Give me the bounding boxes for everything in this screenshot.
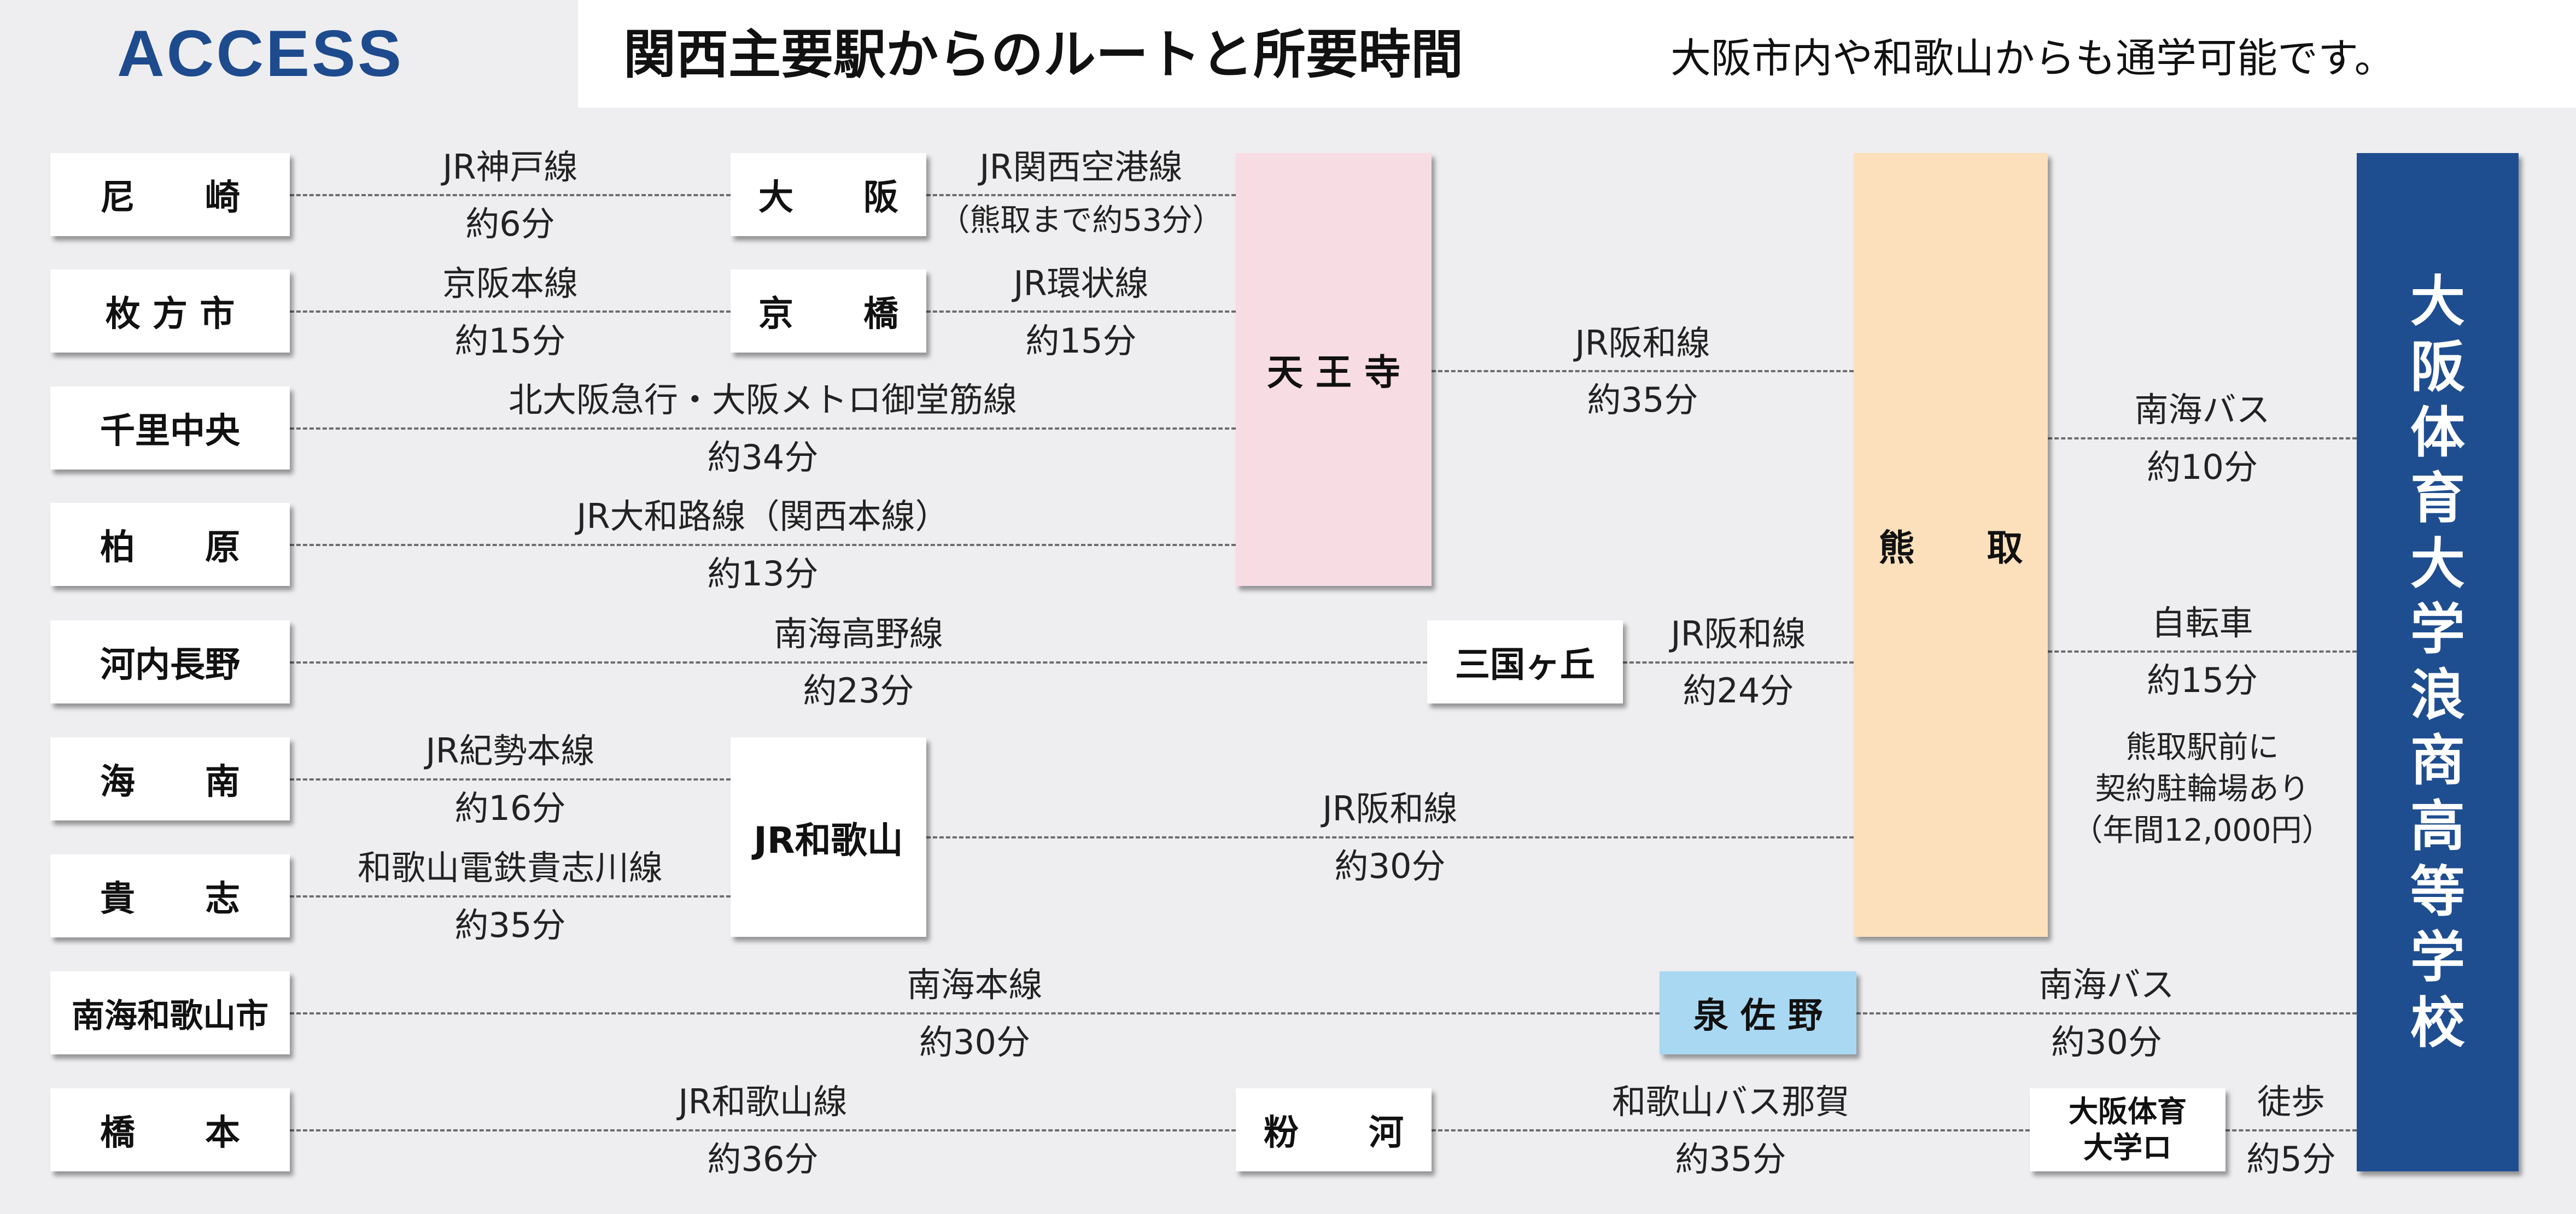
school-name-char: 大 [2410,531,2465,596]
route-line-izumisano-school [1856,1012,2357,1014]
route-line-nankaiwakayamashi-izumisano [290,1012,1660,1014]
label-walk: 徒歩 [2257,1082,2325,1122]
label-nankai-koya-line: 南海高野線 [773,614,943,654]
route-line-senrichuo-tennoji [290,427,1236,430]
label-nankai-main-line: 南海本線 [907,965,1043,1005]
school-name-char: 等 [2410,859,2465,924]
station-daigakuguchi-line2: 大学ロ [2083,1130,2172,1165]
station-kashiwara: 柏 原 [50,503,290,586]
label-jr-kobe-line: JR神戸線 [442,147,578,187]
station-amagasaki: 尼 崎 [50,153,290,236]
label-time-36min: 約36分 [707,1139,819,1179]
route-line-kashiwara-tennoji [290,544,1236,546]
label-time-15min-bicycle: 約15分 [2147,660,2258,700]
station-kawachinagano: 河内長野 [50,620,290,703]
station-hirakatashi: 枚 方 市 [50,269,290,353]
station-daigakuguchi: 大阪体育 大学ロ [2030,1088,2225,1171]
label-time-5min-walk: 約5分 [2246,1139,2336,1179]
station-nankaiwakayamashi: 南海和歌山市 [50,971,290,1054]
route-line-kumatori-bicycle-school [2048,650,2357,653]
station-kokawa: 粉 河 [1236,1088,1432,1171]
route-line-tennoji-kumatori [1432,370,1854,372]
label-time-15min-keihan: 約15分 [454,321,566,361]
station-osaka: 大 阪 [731,153,926,236]
label-jr-hanwa-line-wakayama: JR阪和線 [1322,789,1458,829]
station-mikunigaoka: 三国ヶ丘 [1427,620,1623,703]
label-kumatori-53min-note: （熊取まで約53分） [939,203,1223,238]
label-time-6min: 約6分 [465,204,555,244]
station-jrwakayama: JR和歌山 [731,737,926,937]
label-bicycle: 自転車 [2151,603,2253,643]
label-nankai-bus-kumatori: 南海バス [2134,390,2270,430]
label-time-30min-hanwa: 約30分 [1334,846,1446,886]
hub-kumatori: 熊 取 [1854,153,2048,937]
label-jr-loop-line: JR環状線 [1013,263,1149,303]
route-line-hirakata-kyobashi [290,310,731,313]
route-line-daigakuguchi-school [2225,1129,2357,1131]
route-line-osaka-tennoji [926,194,1236,196]
hub-tennoji: 天 王 寺 [1236,153,1432,586]
label-jr-yamatoji-line: JR大和路線（関西本線） [576,496,949,536]
school-name-char: 商 [2410,728,2465,793]
school-name-char: 大 [2410,269,2465,333]
header-title-band [578,0,2576,108]
school-name-char: 学 [2410,925,2465,989]
station-kyobashi: 京 橋 [731,269,926,353]
label-time-30min-nankai: 約30分 [919,1022,1030,1062]
label-jr-hanwa-line-tennoji: JR阪和線 [1575,323,1710,363]
route-line-kawachinagano-mikunigaoka [290,661,1427,664]
route-line-kishi-wakayama [290,895,731,898]
route-line-kainan-wakayama [290,778,731,781]
label-jr-wakayama-line: JR和歌山線 [678,1082,848,1122]
label-wakayama-bus-naga: 和歌山バス那賀 [1611,1082,1849,1122]
route-line-amagasaki-osaka [290,194,731,196]
school-osaka-taiiku-daigaku-namisho: 大阪体育大学浪商高等学校 [2357,153,2519,1171]
label-parking-note-1: 熊取駅前に [2125,730,2279,765]
page-title: 関西主要駅からのルートと所要時間 [623,24,1463,85]
school-name-char: 育 [2410,466,2465,530]
label-time-15min-loop: 約15分 [1025,321,1137,361]
label-parking-note-2: 契約駐輪場あり [2095,771,2310,807]
header-left-band [0,0,578,108]
page-subtitle: 大阪市内や和歌山からも通学可能です。 [1670,35,2395,82]
station-daigakuguchi-line1: 大阪体育 [2069,1094,2187,1129]
label-parking-note-3: （年間12,000円） [2072,813,2333,848]
label-time-13min: 約13分 [707,554,819,594]
label-keihan-main-line: 京阪本線 [442,263,578,303]
label-time-10min-bus: 約10分 [2147,447,2258,487]
school-name-char: 校 [2410,990,2465,1055]
label-time-35min-hanwa: 約35分 [1587,380,1698,420]
route-line-mikunigaoka-kumatori [1623,661,1854,664]
school-name-char: 高 [2410,794,2465,858]
label-time-35min-bus: 約35分 [1675,1139,1786,1179]
label-time-16min: 約16分 [454,788,566,828]
label-time-35min-kishi: 約35分 [454,905,566,945]
label-time-34min: 約34分 [707,437,819,477]
school-name-char: 阪 [2410,335,2465,399]
station-hashimoto: 橋 本 [50,1088,290,1171]
label-nankai-bus-izumisano: 南海バス [2038,965,2175,1005]
label-time-30min-bus: 約30分 [2051,1022,2162,1062]
station-kainan: 海 南 [50,737,290,820]
route-line-wakayama-kumatori [926,836,1854,838]
route-line-kyobashi-tennoji [926,310,1236,313]
label-time-24min: 約24分 [1683,671,1794,711]
label-time-23min: 約23分 [803,671,914,711]
route-line-kokawa-daigakuguchi [1432,1129,2030,1131]
school-name-char: 浪 [2410,662,2465,727]
station-kishi: 貴 志 [50,854,290,937]
route-line-hashimoto-kokawa [290,1129,1236,1131]
label-kitakyu-midosuji-line: 北大阪急行・大阪メトロ御堂筋線 [508,380,1017,420]
hub-izumisano: 泉 佐 野 [1660,971,1856,1054]
school-name-char: 体 [2410,400,2465,465]
label-jr-kisei-line: JR紀勢本線 [425,731,595,771]
label-kishigawa-line: 和歌山電鉄貴志川線 [357,848,663,888]
station-senrichuo: 千里中央 [50,386,290,470]
access-heading: ACCESS [117,17,404,90]
route-line-kumatori-bus-school [2048,437,2357,439]
school-name-char: 学 [2410,597,2465,661]
label-jr-hanwa-line-mikuni: JR阪和線 [1670,614,1806,654]
label-jr-kansai-airport-line: JR関西空港線 [979,147,1183,187]
